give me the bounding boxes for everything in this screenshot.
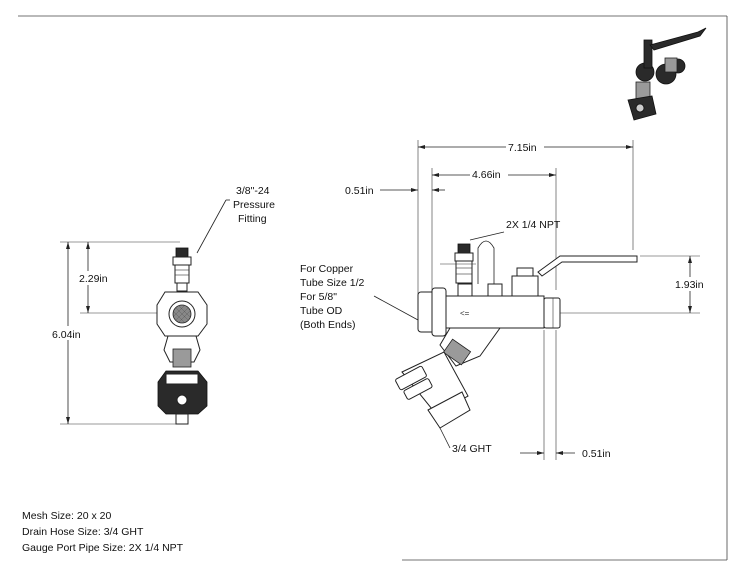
- spec-drain-hose-size: Drain Hose Size: 3/4 GHT: [22, 526, 144, 538]
- spec-mesh-size: Mesh Size: 20 x 20: [22, 510, 112, 522]
- side-view: <=: [373, 140, 700, 460]
- spec-gauge-port-size: Gauge Port Pipe Size: 2X 1/4 NPT: [22, 542, 184, 554]
- svg-text:<=: <=: [460, 309, 470, 318]
- end-view: [60, 199, 230, 425]
- isometric-thumbnail: [627, 27, 707, 121]
